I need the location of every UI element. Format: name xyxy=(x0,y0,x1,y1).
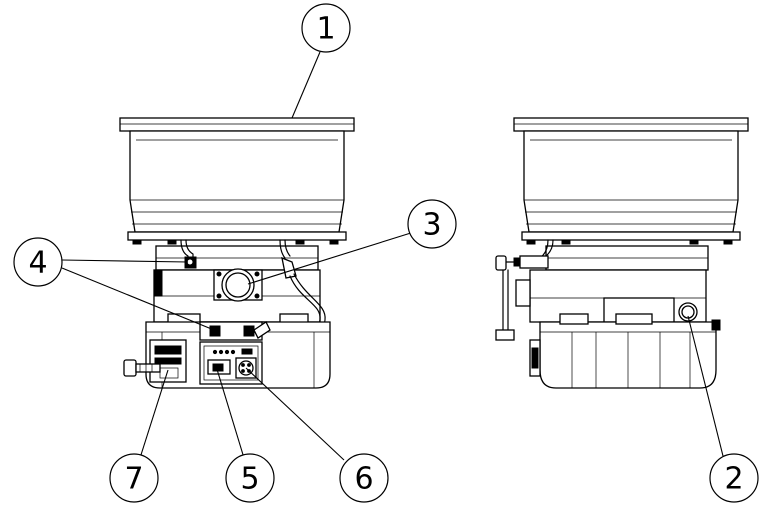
callout-1: 1 xyxy=(301,3,351,53)
leader-1 xyxy=(291,51,321,119)
svg-text:5: 5 xyxy=(240,462,259,497)
svg-text:4: 4 xyxy=(28,246,47,281)
leader-6 xyxy=(245,367,345,461)
callout-6: 6 xyxy=(339,453,389,503)
callout-4: 4 xyxy=(13,237,63,287)
leader-2 xyxy=(687,315,725,461)
leader-5 xyxy=(215,365,245,459)
front-view-pump xyxy=(119,117,355,389)
svg-text:2: 2 xyxy=(724,462,743,497)
svg-text:1: 1 xyxy=(316,12,335,47)
leader-4b xyxy=(61,267,215,331)
callout-2: 2 xyxy=(709,453,759,503)
leader-7 xyxy=(139,369,169,459)
svg-text:7: 7 xyxy=(124,462,143,497)
leader-3 xyxy=(247,231,415,285)
callout-5: 5 xyxy=(225,453,275,503)
callout-leaders xyxy=(61,51,725,461)
leader-4a xyxy=(61,259,189,263)
svg-text:3: 3 xyxy=(422,208,441,243)
svg-text:6: 6 xyxy=(354,462,373,497)
side-view-pump xyxy=(495,117,749,389)
callout-3: 3 xyxy=(407,199,457,249)
callout-7: 7 xyxy=(109,453,159,503)
